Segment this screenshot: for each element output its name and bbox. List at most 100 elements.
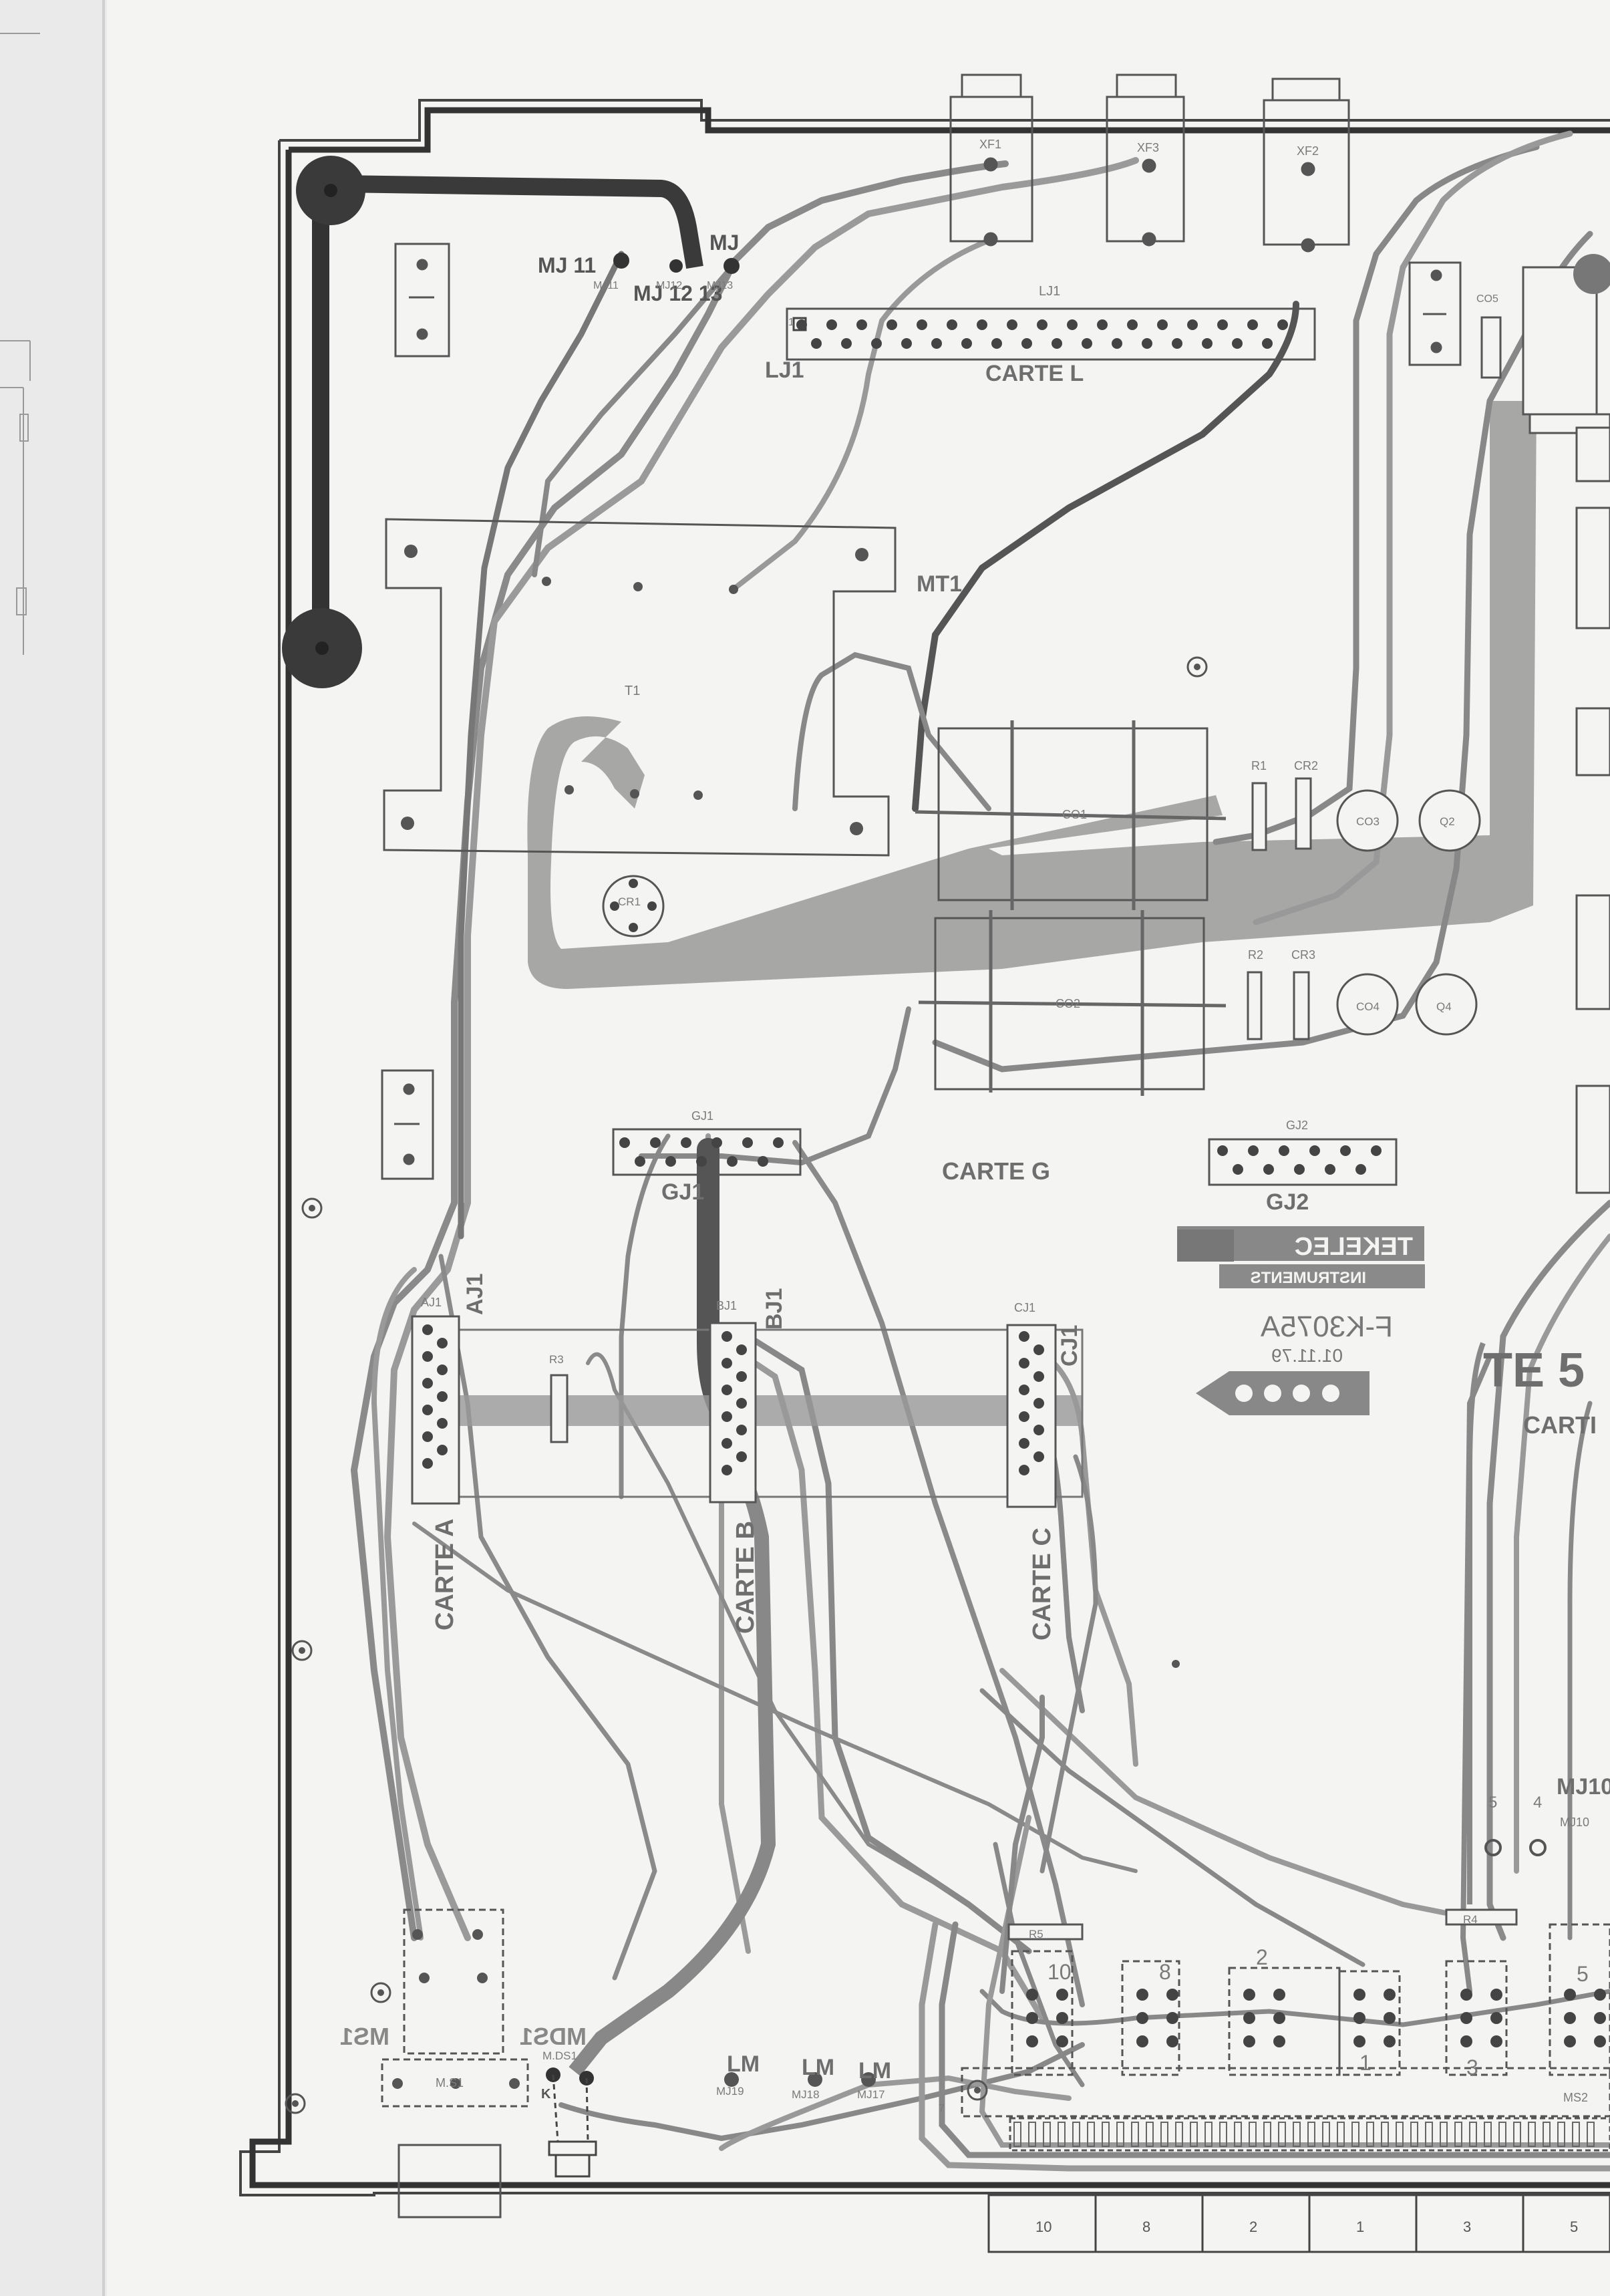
carte-b-label: CARTE B (732, 1521, 760, 1634)
mj-label: MJ (709, 231, 739, 255)
lj1-pin (1277, 319, 1288, 330)
r3-resistor (550, 1374, 569, 1443)
bottom-pad (1136, 1989, 1148, 2001)
bottom-pad (1594, 2035, 1606, 2047)
cj1-pin (1019, 1411, 1029, 1422)
lj1-pin (1082, 338, 1092, 349)
carte-g-label: CARTE G (942, 1157, 1050, 1185)
te5-label: TE 5 (1483, 1344, 1585, 1397)
cj1-pin (1019, 1385, 1029, 1395)
mount-hole-1 (1186, 656, 1208, 678)
edge-finger (1293, 2122, 1301, 2147)
bottom-pad (1026, 1989, 1038, 2001)
bottom-connector-pads (1026, 1989, 1606, 2047)
aj1-small-label: AJ1 (421, 1296, 442, 1309)
cr1-label: CR1 (618, 895, 641, 908)
aj1-pin (437, 1391, 448, 1402)
edge-fingers (1013, 2122, 1595, 2147)
edge-finger (1484, 2122, 1492, 2147)
lj1-pin (796, 319, 807, 330)
edge-finger (1204, 2122, 1213, 2147)
lm-label-a: LM (727, 2051, 760, 2077)
r4-label: R4 (1463, 1913, 1478, 1926)
conn1-label: 1 (1359, 2051, 1372, 2075)
cr1-pins (610, 879, 657, 932)
lj1-pin (931, 338, 942, 349)
gj1-small-label: GJ1 (691, 1109, 713, 1123)
edge-finger (1396, 2122, 1404, 2147)
te5-outline (1467, 1342, 1486, 1904)
instruments-logo-text: INSTRUMENTS (1251, 1269, 1366, 1287)
aj1-pin (437, 1338, 448, 1348)
lj1-pin (841, 338, 852, 349)
aj1-label: AJ1 (462, 1274, 488, 1315)
mj12-13-label: MJ 12 13 (633, 281, 722, 305)
carte-c-label: CARTE C (1028, 1528, 1056, 1640)
bottom-pad (1243, 1989, 1255, 2001)
aj1-connector (411, 1315, 460, 1505)
co1-box (937, 727, 1209, 901)
lj1-label: LJ1 (765, 357, 804, 383)
bottom-pad (1460, 2035, 1472, 2047)
mj13-small-label: MJ13 (707, 280, 733, 291)
cj1-pin (1033, 1398, 1044, 1409)
cj1-connector (1006, 1324, 1057, 1508)
edge-finger (1190, 2122, 1198, 2147)
power-plane (527, 401, 1537, 989)
gj2-pin (1340, 1145, 1351, 1156)
mt1-holes (401, 545, 868, 835)
edge-finger (1366, 2122, 1374, 2147)
r2-resistor (1247, 971, 1263, 1040)
right-knob (1573, 254, 1610, 294)
bottom-table-cell: 3 (1463, 2218, 1471, 2235)
bottom-pad (1056, 2035, 1068, 2047)
co2-label: CO2 (1056, 997, 1080, 1010)
edge-finger (1013, 2122, 1021, 2147)
r4-resistor (1445, 1908, 1518, 1926)
gj1-pin (727, 1156, 738, 1167)
co5-capacitor (1480, 316, 1502, 379)
conn2-label: 2 (1256, 1945, 1268, 1969)
q2-label: Q2 (1440, 815, 1455, 828)
edge-finger (1058, 2122, 1066, 2147)
conn10-label: 10 (1048, 1960, 1072, 1984)
bottom-pad (1384, 2035, 1396, 2047)
board-outline (239, 99, 1610, 2196)
bottom-table (987, 2194, 1610, 2253)
bj1-pin (721, 1358, 732, 1369)
edge-finger (1543, 2122, 1551, 2147)
cj1-pin (1033, 1451, 1044, 1462)
q4-label: Q4 (1436, 1000, 1452, 1013)
edge-finger (1381, 2122, 1389, 2147)
lj1-connector (786, 307, 1316, 361)
bottom-pad (1273, 2012, 1285, 2024)
bj1-pin (721, 1331, 732, 1342)
edge-finger (1263, 2122, 1271, 2147)
gj2-pins (1217, 1145, 1382, 1175)
aj1-pin (422, 1351, 433, 1362)
ms1-pins (392, 1929, 520, 2089)
mt1-outline (383, 518, 897, 857)
edge-finger (1146, 2122, 1154, 2147)
gj2-pin (1248, 1145, 1259, 1156)
bottom-pad (1490, 2035, 1502, 2047)
aj1-pin (437, 1418, 448, 1429)
mds1-led (546, 2067, 597, 2178)
bottom-pad (1166, 1989, 1178, 2001)
aj1-pin (422, 1431, 433, 1442)
lj1-pin (977, 319, 987, 330)
edge-finger (1175, 2122, 1183, 2147)
bj1-pin (721, 1411, 732, 1422)
gj1-pin (711, 1137, 722, 1148)
board-date-label: 01.11.79 (1271, 1345, 1343, 1366)
mount-brackets (381, 243, 1462, 1180)
gj2-pin (1309, 1145, 1320, 1156)
lm-label-b: LM (802, 2055, 834, 2080)
mount-holes-left-centers (292, 1205, 1180, 2107)
lj1-pin (1112, 338, 1122, 349)
carte-a-label: CARTE A (431, 1519, 459, 1630)
edge-finger (1410, 2122, 1418, 2147)
ms1-base (397, 2144, 502, 2218)
edge-finger (1160, 2122, 1168, 2147)
